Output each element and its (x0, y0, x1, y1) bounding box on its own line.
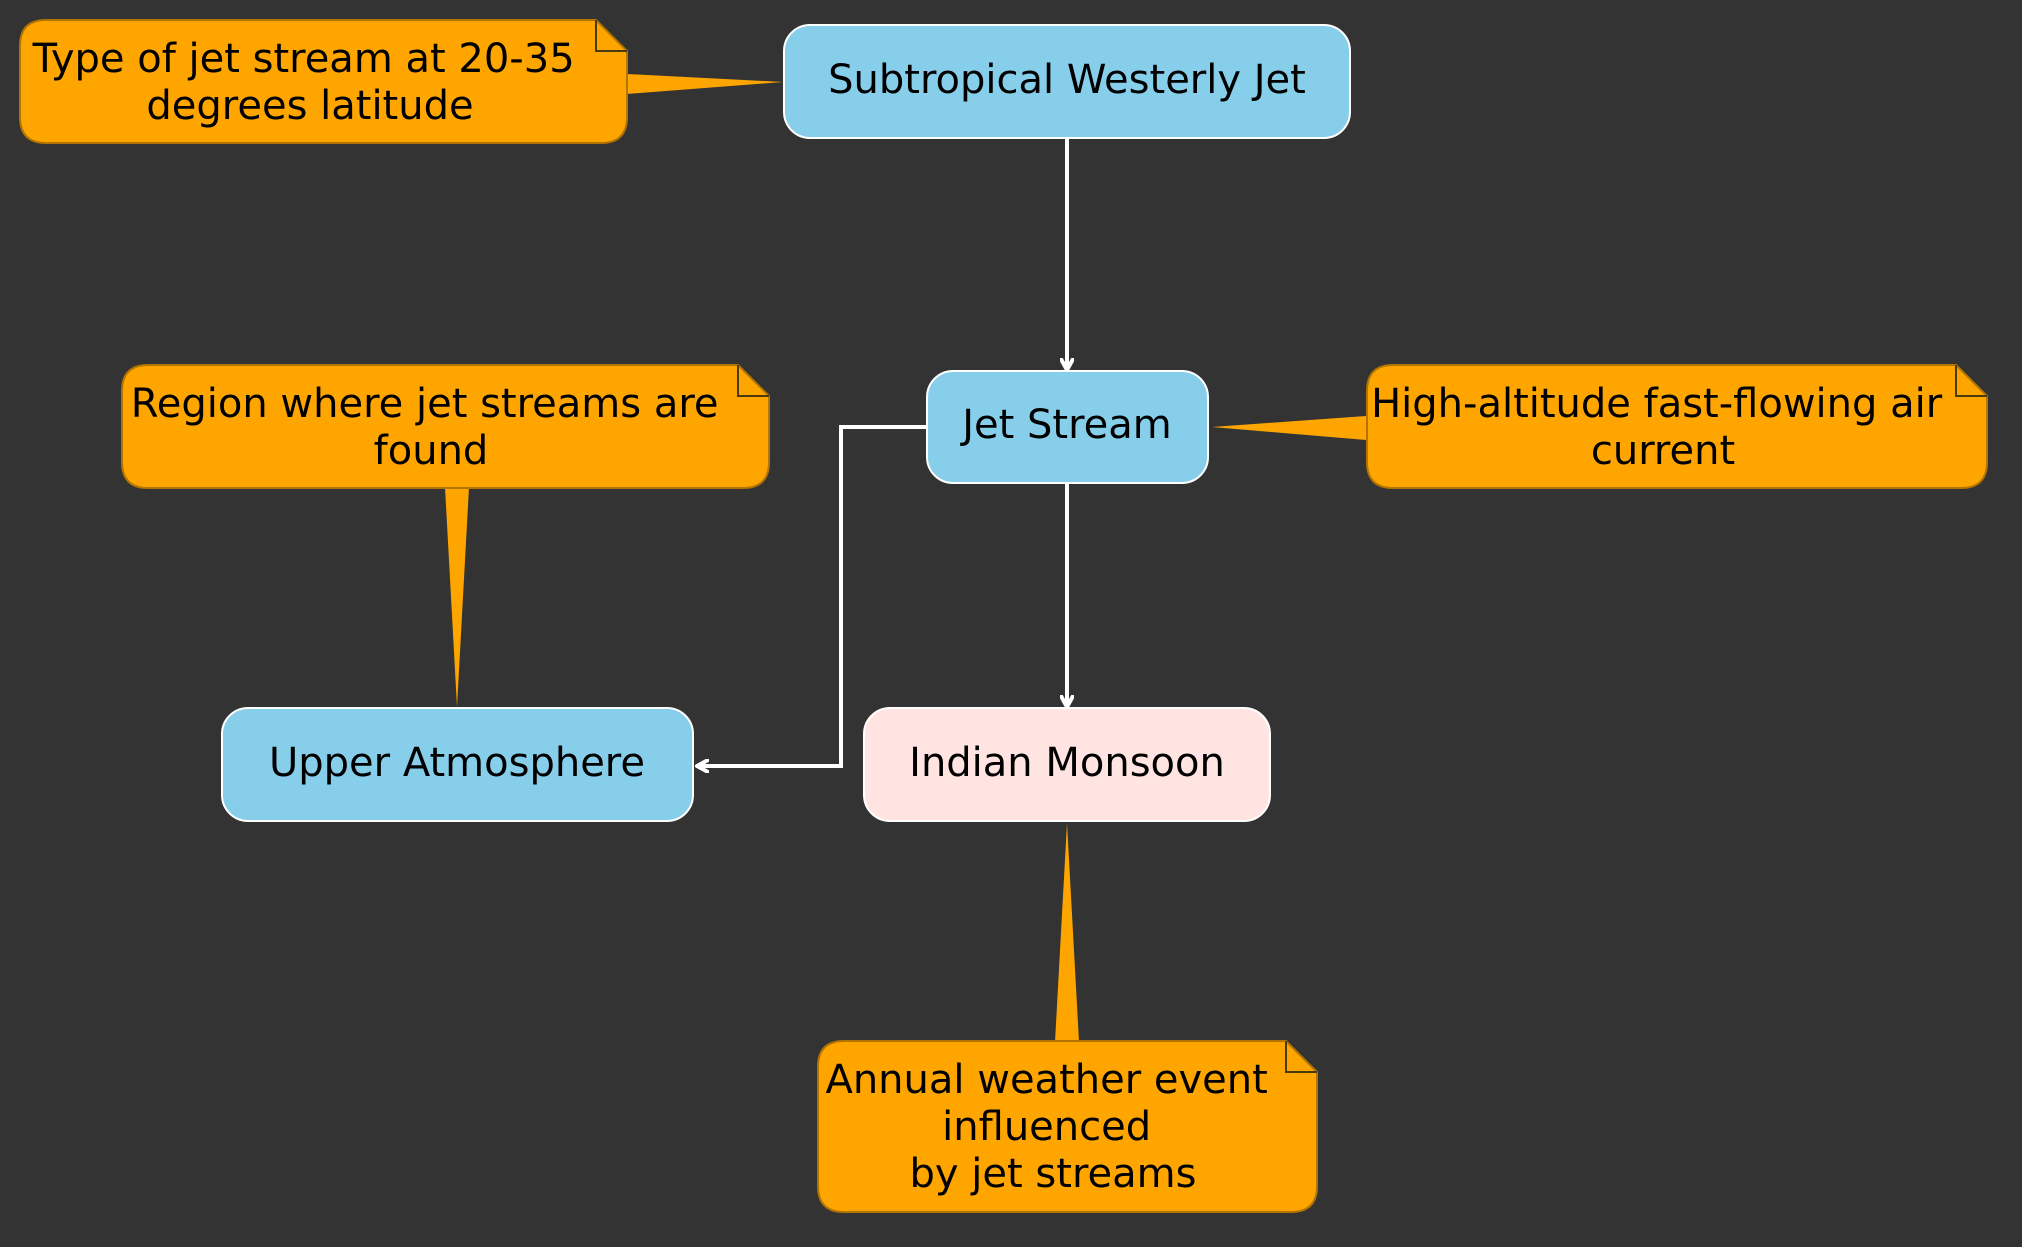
node-label: Jet Stream (959, 402, 1172, 448)
note-line: found (374, 428, 489, 474)
note-line: Type of jet stream at 20-35 (32, 36, 575, 82)
note-fold-corner (595, 20, 627, 52)
note-text: Type of jet stream at 20-35 degrees lati… (32, 36, 588, 129)
note-line: Region where jet streams are (131, 381, 719, 427)
node-label: Upper Atmosphere (269, 740, 645, 786)
node-label: Indian Monsoon (909, 740, 1225, 786)
connector-jet-stream-note-wedge (1212, 416, 1366, 440)
note-connectors (445, 74, 1366, 1042)
note-fold-corner (1285, 1041, 1317, 1073)
edges (697, 138, 1067, 766)
note-upper-atmosphere: Region where jet streams are found (121, 364, 770, 489)
node-label: Subtropical Westerly Jet (828, 57, 1306, 103)
node-subtropical-westerly-jet[interactable]: Subtropical Westerly Jet (783, 24, 1351, 139)
note-jet-stream: High-altitude fast-flowing air current (1366, 364, 1988, 489)
connector-indian-monsoon-note (1055, 823, 1079, 1042)
note-fold-corner (737, 365, 769, 397)
note-line: degrees latitude (146, 83, 473, 129)
edge-jet-stream-to-upper-atmosphere (697, 425, 927, 766)
note-box (19, 19, 628, 144)
note-fold-corner (1955, 365, 1987, 397)
note-subtropical-westerly-jet: Type of jet stream at 20-35 degrees lati… (19, 19, 628, 144)
node-box (221, 707, 694, 822)
note-line: High-altitude fast-flowing air (1371, 381, 1943, 427)
note-line: current (1591, 428, 1735, 474)
note-text: Annual weather event influenced by jet s… (825, 1057, 1280, 1197)
node-box (926, 370, 1209, 484)
connector-subtropical-note (627, 74, 783, 94)
note-text: High-altitude fast-flowing air current (1371, 381, 1955, 474)
note-box (1366, 364, 1988, 489)
note-text: Region where jet streams are found (131, 381, 731, 474)
note-box (817, 1040, 1318, 1213)
note-line: influenced (942, 1104, 1151, 1150)
note-box (121, 364, 770, 489)
note-indian-monsoon: Annual weather event influenced by jet s… (817, 1040, 1318, 1213)
node-jet-stream[interactable]: Jet Stream (926, 370, 1209, 484)
connector-upper-atmosphere-note (445, 487, 469, 707)
node-box (863, 707, 1271, 822)
node-box (783, 24, 1351, 139)
note-line: Annual weather event (825, 1057, 1267, 1103)
node-upper-atmosphere[interactable]: Upper Atmosphere (221, 707, 694, 822)
node-indian-monsoon[interactable]: Indian Monsoon (863, 707, 1271, 822)
note-line: by jet streams (910, 1151, 1197, 1197)
